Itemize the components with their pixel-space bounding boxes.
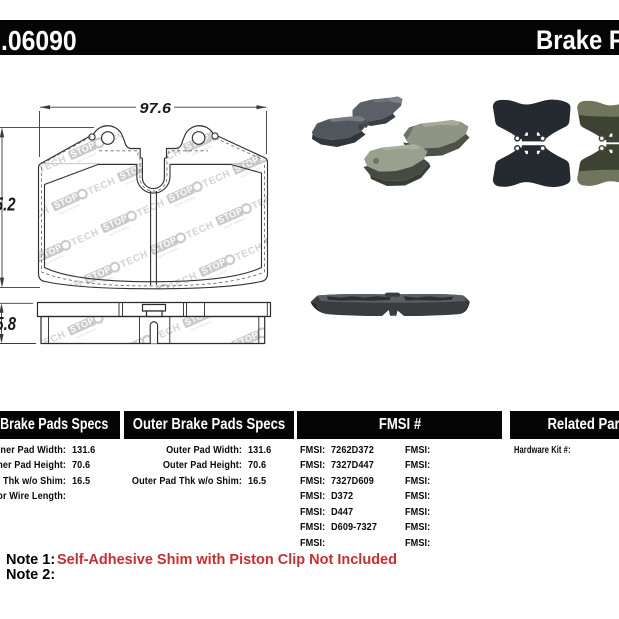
svg-text:15.8: 15.8 [0,314,16,334]
svg-text:97.6: 97.6 [140,101,173,117]
svg-text:75.2: 75.2 [0,195,16,215]
